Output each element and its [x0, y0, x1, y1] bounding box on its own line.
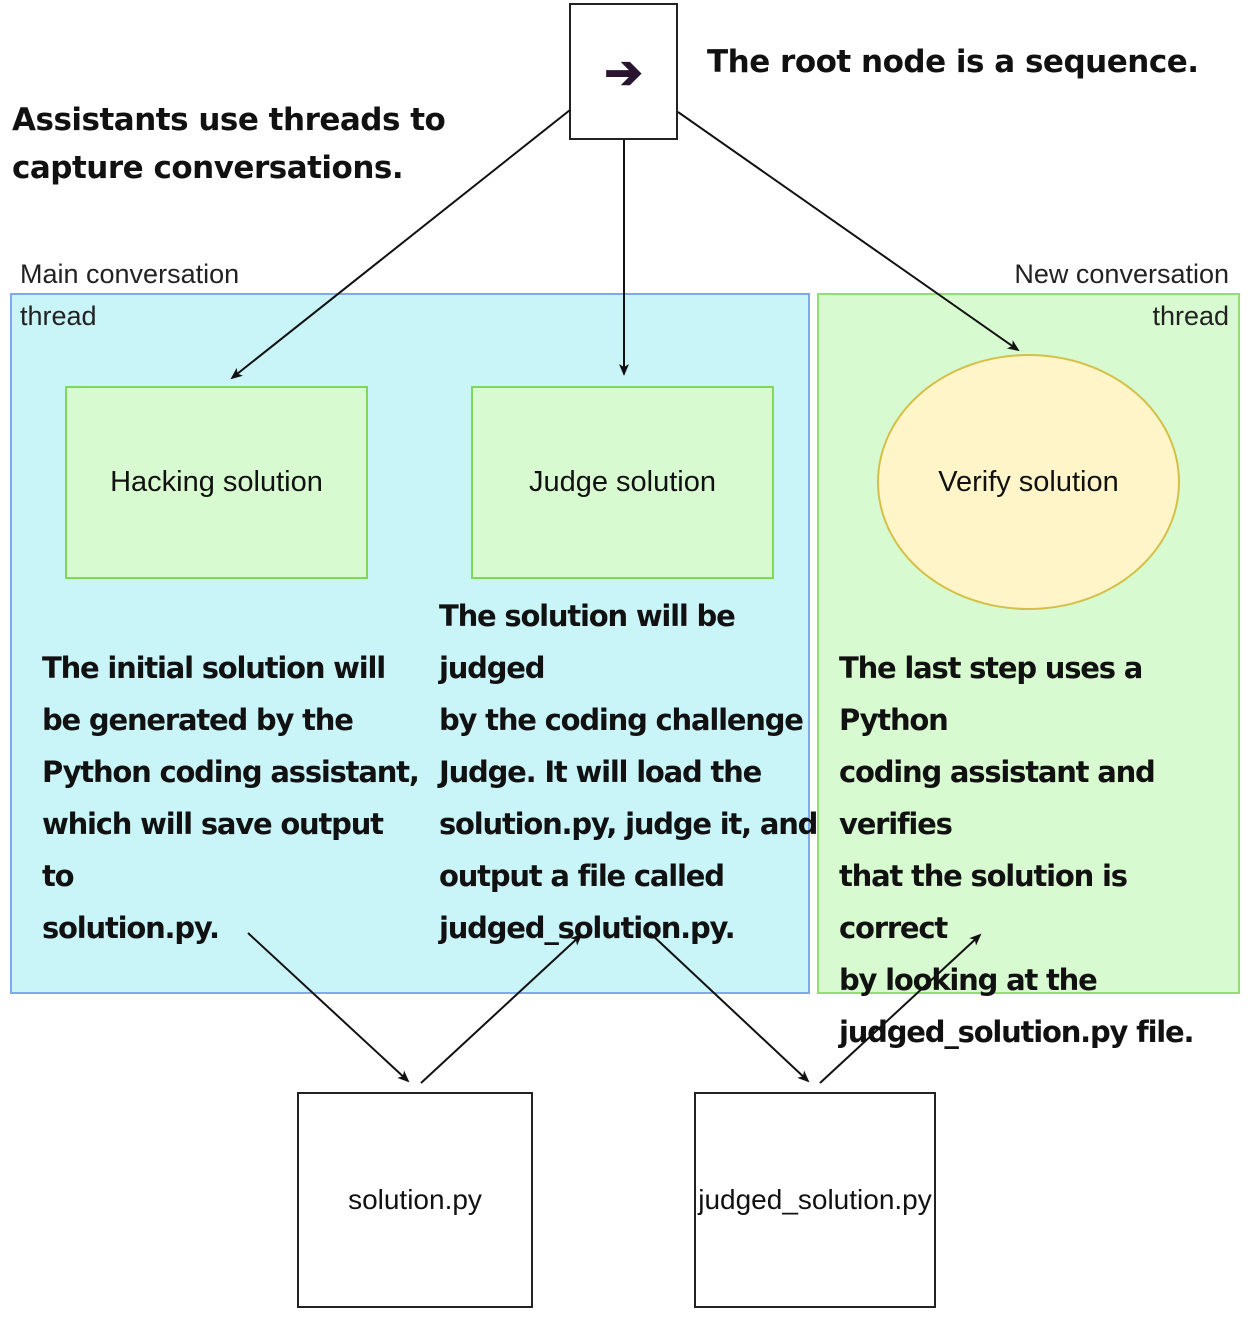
- hacking-solution-label: Hacking solution: [110, 466, 323, 498]
- solution-file-node[interactable]: solution.py: [297, 1092, 533, 1308]
- root-caption: The root node is a sequence.: [707, 44, 1199, 80]
- root-sequence-node[interactable]: ➔: [569, 3, 678, 140]
- judge-solution-node[interactable]: Judge solution: [471, 386, 774, 579]
- main-thread-label-line2: thread: [20, 301, 97, 331]
- threads-annotation-line2: capture conversations.: [12, 150, 404, 186]
- threads-annotation: Assistants use threads to capture conver…: [12, 96, 446, 192]
- judge-description: The solution will be judged by the codin…: [439, 599, 818, 945]
- threads-annotation-line1: Assistants use threads to: [12, 102, 446, 138]
- new-thread-label-line1: New conversation: [1014, 259, 1229, 289]
- verify-description: The last step uses a Python coding assis…: [839, 651, 1195, 1049]
- judged-solution-file-label: judged_solution.py: [698, 1184, 932, 1215]
- new-thread-label-line2: thread: [1152, 301, 1229, 331]
- solution-file-label: solution.py: [348, 1184, 482, 1215]
- judge-solution-label: Judge solution: [528, 466, 717, 498]
- judged-solution-file-node[interactable]: judged_solution.py: [694, 1092, 936, 1308]
- main-thread-label-line1: Main conversation: [20, 259, 240, 289]
- hacking-description: The initial solution will be generated b…: [42, 651, 420, 945]
- sequence-arrow-icon: ➔: [604, 45, 643, 98]
- verify-solution-label: Verify solution: [938, 465, 1119, 498]
- hacking-solution-node[interactable]: Hacking solution: [65, 386, 368, 579]
- verify-solution-node[interactable]: Verify solution: [877, 354, 1180, 610]
